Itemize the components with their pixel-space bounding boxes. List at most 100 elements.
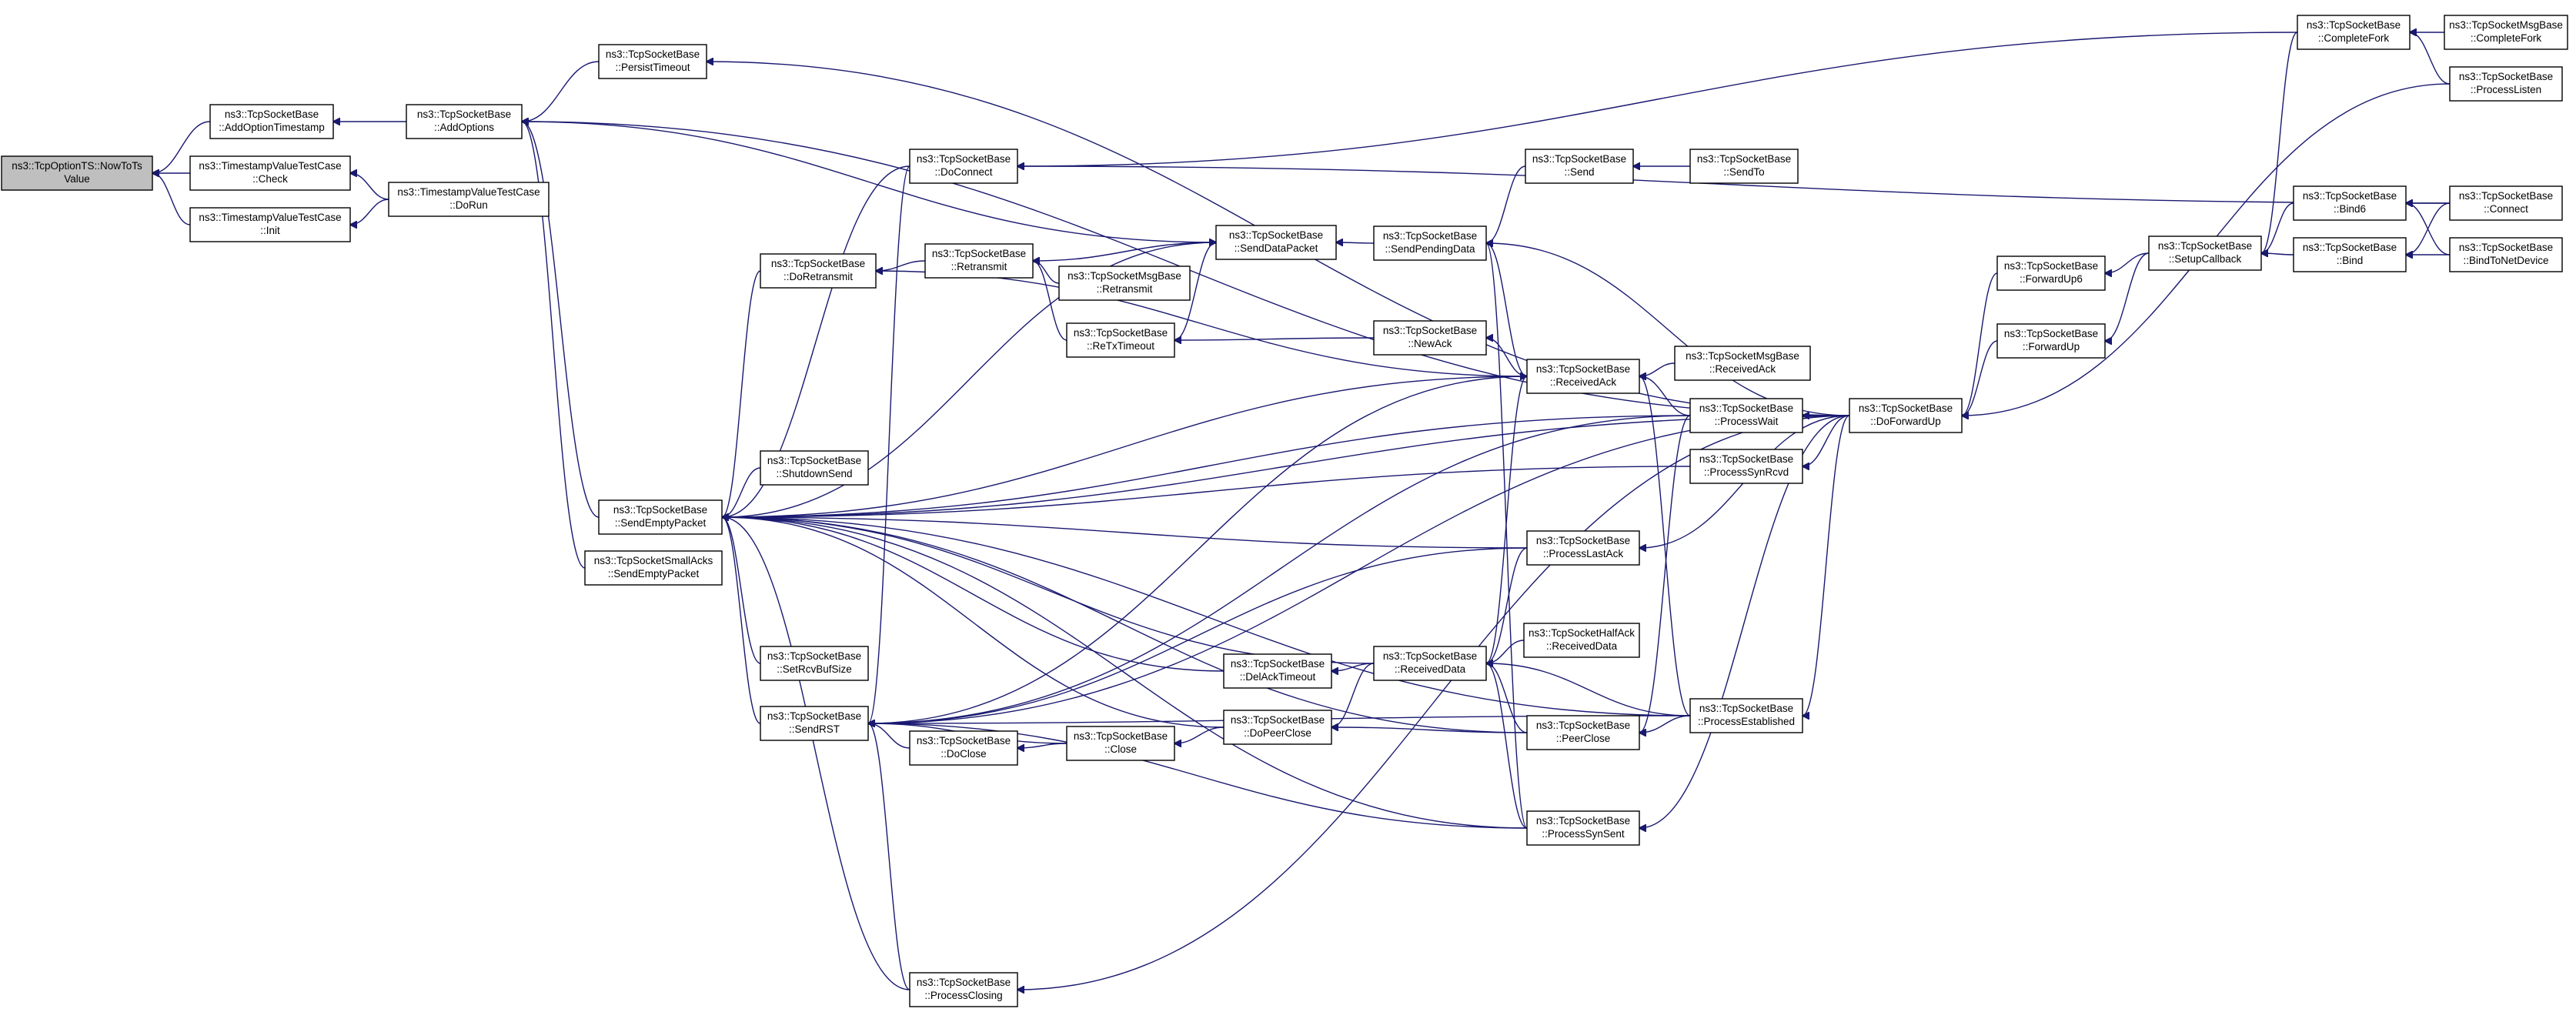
node-tvdorun[interactable]: ns3::TimestampValueTestCase::DoRun	[388, 182, 550, 217]
node-smallacks[interactable]: ns3::TcpSocketSmallAcks::SendEmptyPacket	[584, 550, 723, 586]
node-box	[2449, 66, 2563, 102]
node-label-line: ::BindToNetDevice	[2463, 255, 2548, 266]
node-peerclose[interactable]: ns3::TcpSocketBase::PeerClose	[1526, 715, 1640, 750]
edge-plisten-to-completefork	[2410, 32, 2451, 85]
node-label-line: ::ProcessListen	[2471, 84, 2541, 95]
node-synsent[interactable]: ns3::TcpSocketBase::ProcessSynSent	[1526, 810, 1640, 846]
node-tvinit[interactable]: ns3::TimestampValueTestCase::Init	[189, 207, 351, 242]
node-doclose[interactable]: ns3::TcpSocketBase::DoClose	[909, 730, 1018, 766]
node-addopts[interactable]: ns3::TcpSocketBase::AddOptions	[406, 104, 523, 139]
node-shutdown[interactable]: ns3::TcpSocketBase::ShutdownSend	[760, 450, 869, 486]
edge-sendempty-to-addopts	[522, 122, 600, 518]
node-label-line: ::DoRetransmit	[783, 271, 853, 282]
edge-peerclose-to-recvdata	[1486, 663, 1528, 733]
edge-doconnect-to-sendempty	[722, 165, 910, 517]
node-recvdata[interactable]: ns3::TcpSocketBase::ReceivedData	[1373, 646, 1487, 681]
node-newack[interactable]: ns3::TcpSocketBase::NewAck	[1373, 320, 1487, 356]
node-label-line: ::ProcessSynRcvd	[1704, 466, 1789, 478]
node-box	[909, 972, 1018, 1007]
node-msgcompletefork[interactable]: ns3::TcpSocketMsgBase::CompleteFork	[2444, 15, 2568, 50]
node-label-line: ns3::TcpSocketBase	[767, 455, 861, 466]
node-synrcvd[interactable]: ns3::TcpSocketBase::ProcessSynRcvd	[1689, 449, 1803, 484]
edge-dorexmit-to-sendempty	[722, 270, 761, 517]
node-box	[1689, 398, 1803, 433]
node-label-line: ::DoPeerClose	[1244, 727, 1311, 739]
edge-senddata-to-sendempty	[722, 242, 1217, 517]
node-halfack[interactable]: ns3::TcpSocketHalfAck::ReceivedData	[1523, 623, 1640, 658]
node-sendpending[interactable]: ns3::TcpSocketBase::SendPendingData	[1373, 225, 1487, 261]
node-established[interactable]: ns3::TcpSocketBase::ProcessEstablished	[1689, 698, 1803, 733]
node-lastack[interactable]: ns3::TcpSocketBase::ProcessLastAck	[1526, 530, 1640, 566]
node-label-line: ns3::TcpSocketBase	[1383, 230, 1477, 242]
node-label-line: ns3::TimestampValueTestCase	[397, 186, 540, 198]
edge-peerclose-to-dopeerclose	[1331, 727, 1528, 733]
node-label-line: ns3::TcpSocketBase	[2307, 19, 2401, 31]
node-setupcb[interactable]: ns3::TcpSocketBase::SetupCallback	[2148, 235, 2262, 271]
node-fwdup[interactable]: ns3::TcpSocketBase::ForwardUp	[1996, 323, 2106, 359]
node-label-line: ns3::TcpSocketBase	[1536, 363, 1630, 375]
node-label-line: ::ReceivedAck	[1550, 376, 1617, 388]
node-label-line: ns3::TcpSocketSmallAcks	[594, 555, 713, 566]
node-pwait[interactable]: ns3::TcpSocketBase::ProcessWait	[1689, 398, 1803, 433]
node-label-line: ns3::TcpSocketBase	[2303, 242, 2397, 253]
node-fwdup6[interactable]: ns3::TcpSocketBase::ForwardUp6	[1996, 256, 2106, 291]
edge-synsent-to-sendpending	[1486, 243, 1528, 829]
node-label-line: ::NewAck	[1408, 338, 1452, 349]
node-label-line: ::CompleteFork	[2471, 32, 2542, 44]
node-dofwdup[interactable]: ns3::TcpSocketBase::DoForwardUp	[1849, 398, 1963, 433]
node-completefork[interactable]: ns3::TcpSocketBase::CompleteFork	[2297, 15, 2411, 50]
node-box	[388, 182, 550, 217]
node-box	[2449, 185, 2563, 221]
node-label-line: ::ShutdownSend	[776, 468, 852, 479]
node-delack[interactable]: ns3::TcpSocketBase::DelAckTimeout	[1223, 653, 1332, 689]
node-label-line: ns3::TcpSocketBase	[1699, 703, 1793, 714]
node-dopeerclose[interactable]: ns3::TcpSocketBase::DoPeerClose	[1223, 710, 1332, 745]
edge-connect-to-doconnect	[1017, 166, 2451, 204]
node-senddata[interactable]: ns3::TcpSocketBase::SendDataPacket	[1215, 225, 1337, 260]
node-label-line: ns3::TcpSocketBase	[2459, 190, 2553, 202]
node-label-line: ns3::TcpSocketBase	[1231, 714, 1325, 726]
node-persist[interactable]: ns3::TcpSocketBase::PersistTimeout	[598, 44, 707, 79]
call-edges	[152, 32, 2451, 990]
node-label-line: ns3::TcpSocketBase	[1229, 229, 1323, 241]
edge-dofwdup-to-established	[1803, 415, 1850, 716]
node-box	[1526, 715, 1640, 750]
node-connect[interactable]: ns3::TcpSocketBase::Connect	[2449, 185, 2563, 221]
node-msgrecvack[interactable]: ns3::TcpSocketMsgBase::ReceivedAck	[1674, 346, 1811, 381]
node-sendempty[interactable]: ns3::TcpSocketBase::SendEmptyPacket	[598, 499, 723, 535]
node-dorexmit[interactable]: ns3::TcpSocketBase::DoRetransmit	[760, 253, 877, 289]
edge-pwait-to-peerclose	[1639, 415, 1691, 733]
edge-recvdata-to-delack	[1331, 663, 1375, 671]
node-plisten[interactable]: ns3::TcpSocketBase::ProcessListen	[2449, 66, 2563, 102]
node-label-line: ::ProcessLastAck	[1543, 548, 1624, 559]
node-bindtodev[interactable]: ns3::TcpSocketBase::BindToNetDevice	[2449, 237, 2563, 272]
node-box	[1526, 810, 1640, 846]
node-msgrexmit[interactable]: ns3::TcpSocketMsgBase::Retransmit	[1058, 266, 1191, 301]
node-tvcheck[interactable]: ns3::TimestampValueTestCase::Check	[189, 155, 351, 191]
node-send[interactable]: ns3::TcpSocketBase::Send	[1525, 149, 1634, 184]
node-rexmit[interactable]: ns3::TcpSocketBase::Retransmit	[924, 243, 1034, 279]
edge-delack-to-sendempty	[722, 517, 1225, 672]
node-label-line: ::Check	[252, 173, 288, 185]
node-bind6[interactable]: ns3::TcpSocketBase::Bind6	[2293, 185, 2407, 221]
node-setrcvbuf[interactable]: ns3::TcpSocketBase::SetRcvBufSize	[760, 646, 869, 681]
node-bind[interactable]: ns3::TcpSocketBase::Bind	[2293, 237, 2407, 272]
edge-pwait-to-recvack	[1639, 376, 1691, 416]
node-aot[interactable]: ns3::TcpSocketBase::AddOptionTimestamp	[209, 104, 334, 139]
node-sendto[interactable]: ns3::TcpSocketBase::SendTo	[1689, 149, 1799, 184]
edge-rexmit-to-dorexmit	[876, 260, 926, 271]
node-label-line: ::ReTxTimeout	[1087, 340, 1154, 352]
node-label-line: ns3::TcpSocketBase	[1532, 153, 1626, 165]
edge-synrcvd-to-sendempty	[722, 466, 1691, 517]
node-label-line: ns3::TcpSocketHalfAck	[1529, 627, 1635, 639]
node-box	[189, 207, 351, 242]
node-closing[interactable]: ns3::TcpSocketBase::ProcessClosing	[909, 972, 1018, 1007]
node-retxto[interactable]: ns3::TcpSocketBase::ReTxTimeout	[1066, 322, 1175, 358]
node-recvack[interactable]: ns3::TcpSocketBase::ReceivedAck	[1526, 359, 1640, 394]
node-close[interactable]: ns3::TcpSocketBase::Close	[1066, 726, 1175, 761]
node-label-line: ::ProcessEstablished	[1698, 716, 1795, 727]
node-label-line: ns3::TcpSocketBase	[2459, 71, 2553, 82]
node-doconnect[interactable]: ns3::TcpSocketBase::DoConnect	[909, 149, 1018, 184]
node-sendrst[interactable]: ns3::TcpSocketBase::SendRST	[760, 706, 869, 741]
